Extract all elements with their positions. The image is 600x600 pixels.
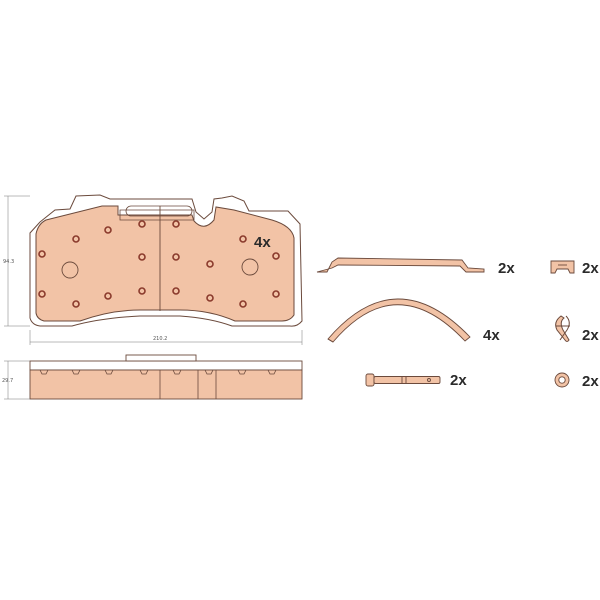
rivet (72, 300, 80, 308)
rivet (239, 300, 247, 308)
rivet (272, 252, 280, 260)
retaining-spring-quantity: 4x (483, 327, 500, 344)
rivet (38, 250, 46, 258)
pad-spring-quantity: 2x (498, 260, 515, 277)
retaining-spring-icon (327, 298, 471, 343)
rivet (72, 235, 80, 243)
rivet (172, 287, 180, 295)
washer-icon (554, 372, 570, 388)
rivet (38, 290, 46, 298)
center-recess (119, 209, 195, 221)
pin-quantity: 2x (450, 372, 467, 389)
rivet (206, 294, 214, 302)
pad-spring-icon (316, 257, 485, 273)
dimension-width (29, 330, 303, 345)
side-friction-block (29, 369, 303, 400)
rivet (206, 260, 214, 268)
rivet (239, 235, 247, 243)
rivet (138, 220, 146, 228)
height-dimension-label: 94.3 (3, 259, 14, 265)
cotter-pin-quantity: 2x (582, 327, 599, 344)
thickness-dimension-label: 29.7 (2, 378, 13, 384)
rivet (138, 287, 146, 295)
spring-clip-icon (550, 260, 575, 274)
dimension-thickness (4, 360, 30, 400)
pin-icon (365, 373, 441, 387)
washer-quantity: 2x (582, 373, 599, 390)
rivet (272, 290, 280, 298)
side-top-boss (125, 354, 197, 362)
rivet (172, 220, 180, 228)
boss-right (241, 258, 259, 276)
side-rivet-marks (39, 369, 277, 375)
width-dimension-label: 210.2 (153, 336, 167, 342)
dimension-height (4, 195, 30, 327)
cotter-pin-icon (555, 315, 570, 342)
spring-clip-quantity: 2x (582, 260, 599, 277)
pad-top-view: 94.3 210.2 4x (3, 194, 303, 345)
rivet (138, 253, 146, 261)
friction-material (35, 205, 295, 322)
rivet (172, 253, 180, 261)
recess-slot (125, 205, 193, 217)
side-backing-plate (29, 360, 303, 371)
boss-left (61, 261, 79, 279)
rivets (38, 220, 280, 308)
pad-side-view: 29.7 (2, 354, 303, 400)
pad-quantity-label: 4x (254, 234, 271, 251)
rivet (104, 226, 112, 234)
rivet (104, 292, 112, 300)
